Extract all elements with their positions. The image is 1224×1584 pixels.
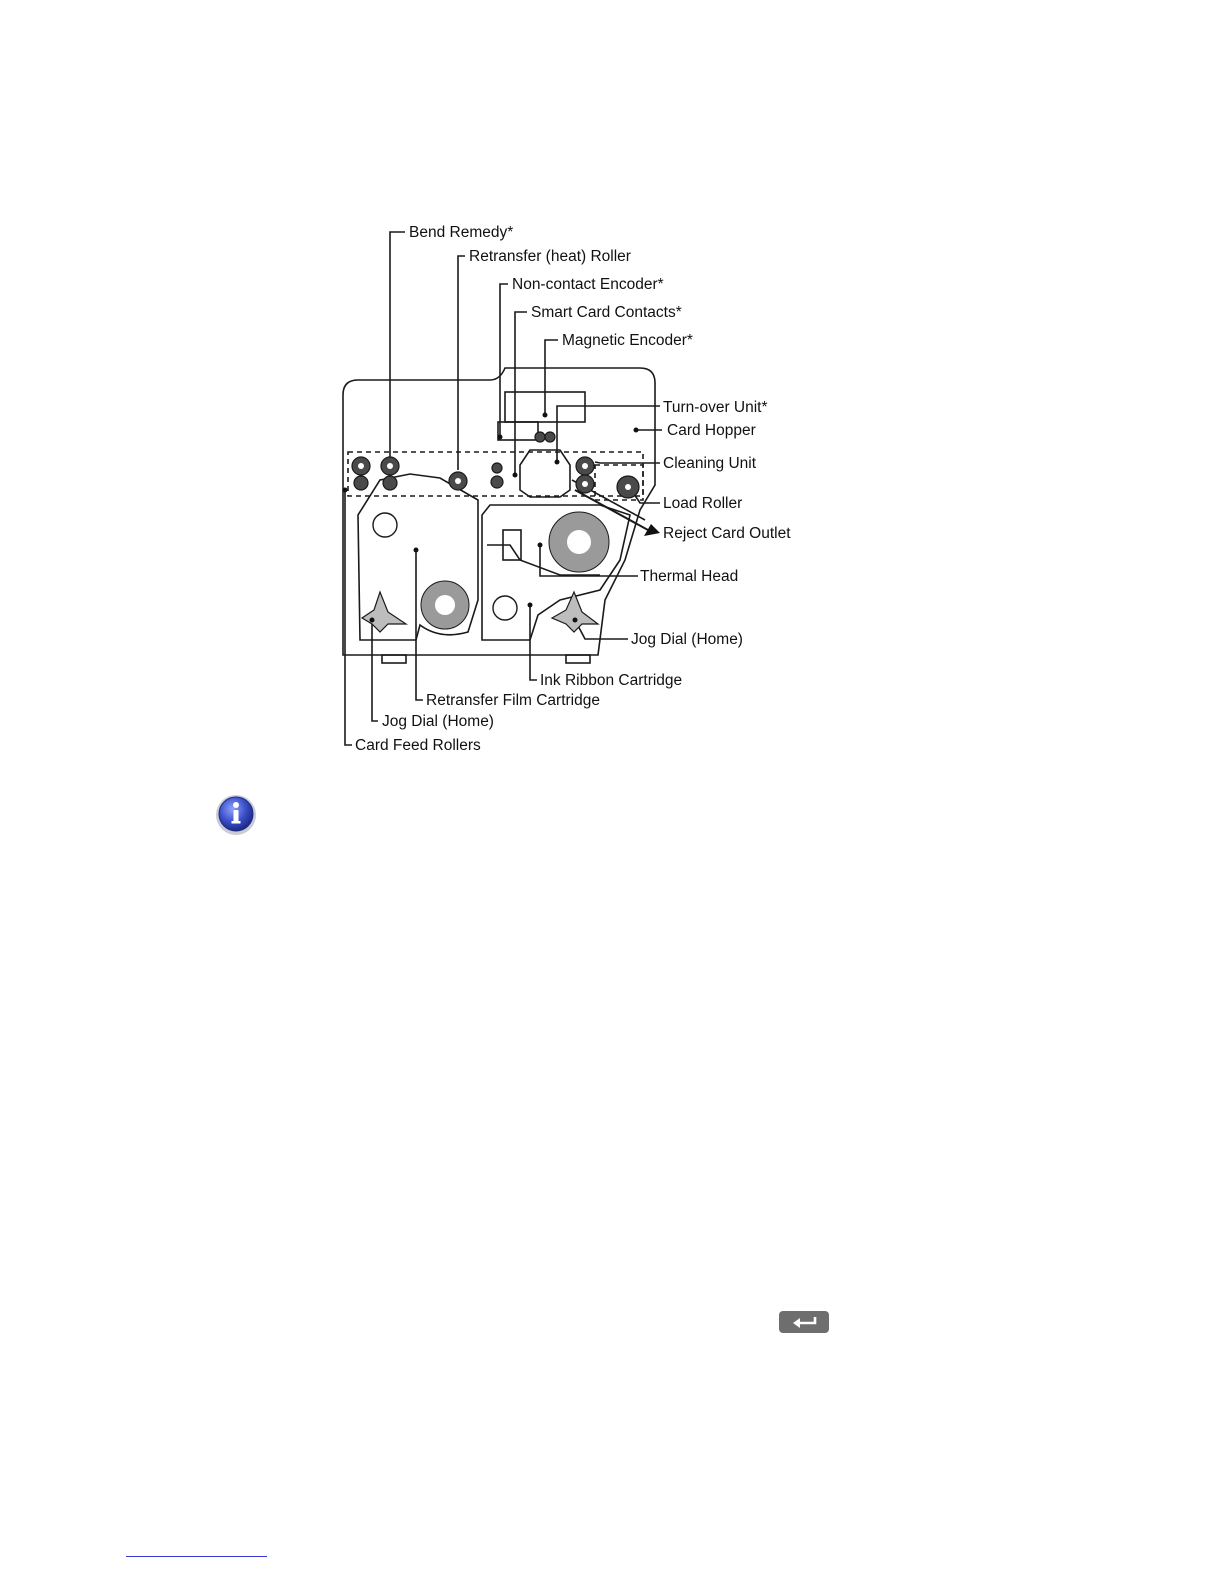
label-magnetic-encoder: Magnetic Encoder* <box>562 332 693 349</box>
footer-link-underline <box>126 1556 267 1557</box>
jog-dial-right <box>552 592 598 632</box>
label-jog-dial-home-right: Jog Dial (Home) <box>631 631 743 648</box>
label-card-hopper: Card Hopper <box>667 422 756 439</box>
return-key-icon <box>779 1311 829 1333</box>
label-non-contact-encoder: Non-contact Encoder* <box>512 276 664 293</box>
label-smart-card-contacts: Smart Card Contacts* <box>531 304 682 321</box>
info-icon <box>213 792 259 838</box>
label-reject-card-outlet: Reject Card Outlet <box>663 525 791 542</box>
label-retransfer-heat-roller: Retransfer (heat) Roller <box>469 248 631 265</box>
label-card-feed-rollers: Card Feed Rollers <box>355 737 481 754</box>
label-cleaning-unit: Cleaning Unit <box>663 455 757 472</box>
label-thermal-head: Thermal Head <box>640 568 738 585</box>
label-retransfer-film-cartridge: Retransfer Film Cartridge <box>426 692 600 709</box>
label-bend-remedy: Bend Remedy* <box>409 224 513 241</box>
label-ink-ribbon-cartridge: Ink Ribbon Cartridge <box>540 672 682 689</box>
jog-dial-left <box>362 592 406 632</box>
label-turn-over-unit: Turn-over Unit* <box>663 399 768 416</box>
label-load-roller: Load Roller <box>663 495 742 512</box>
label-jog-dial-home-left: Jog Dial (Home) <box>382 713 494 730</box>
printer-component-diagram: Bend Remedy* Retransfer (heat) Roller No… <box>0 0 1224 800</box>
